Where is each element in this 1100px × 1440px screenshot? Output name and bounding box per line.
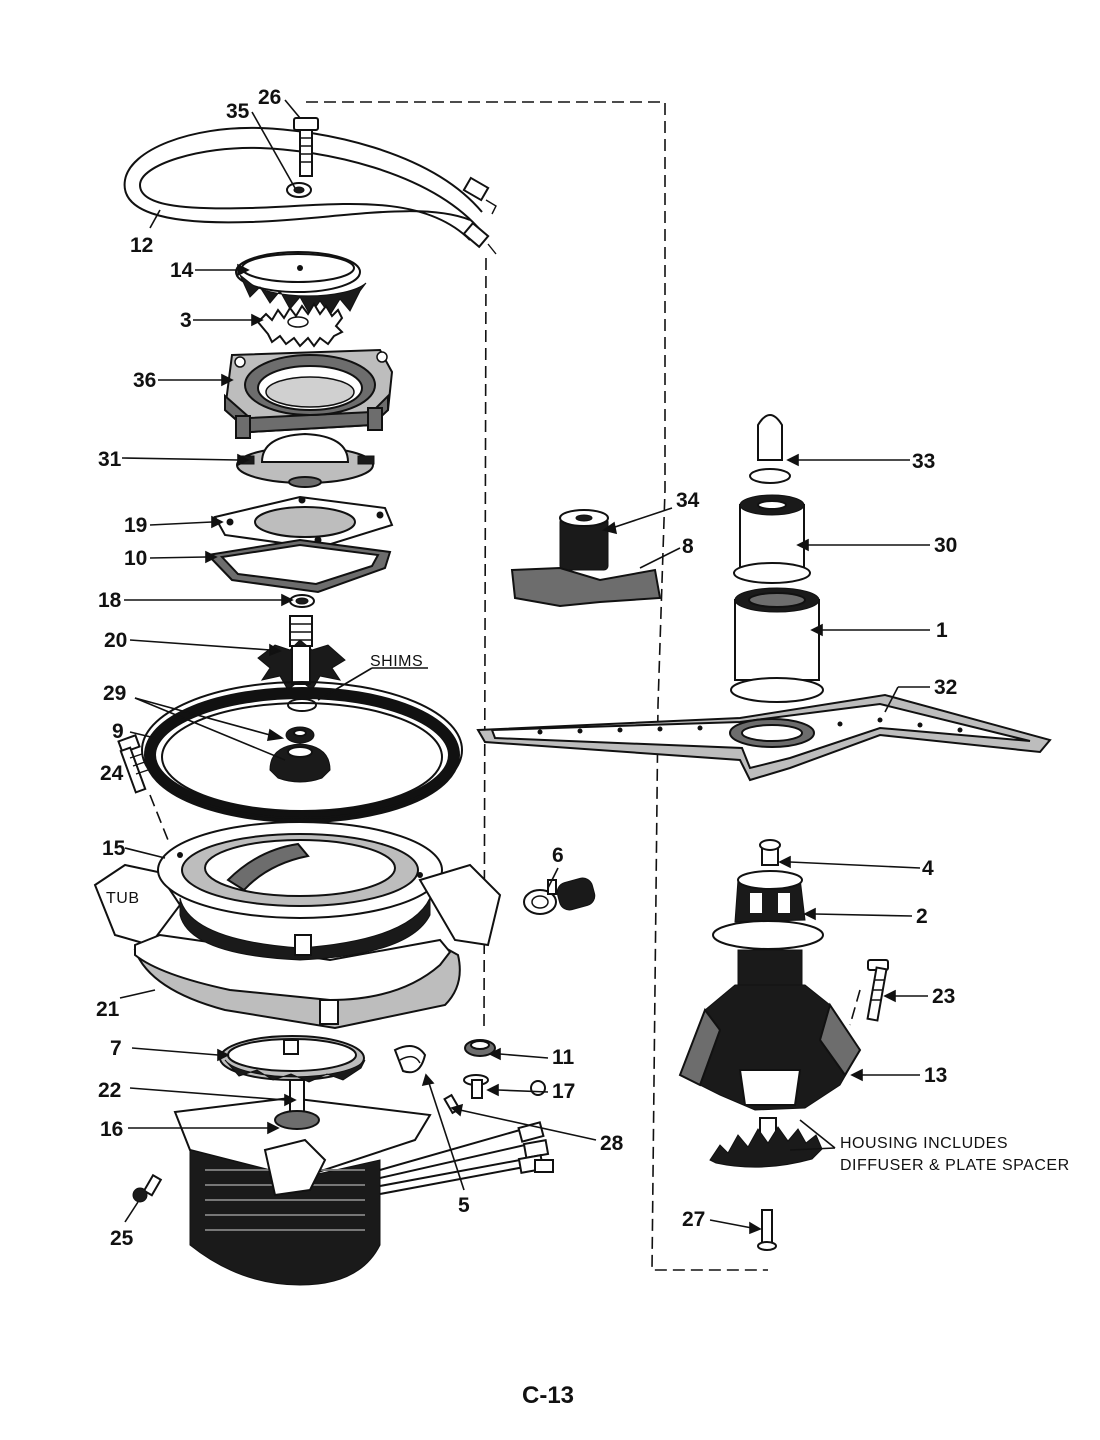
callout-24: 24 (100, 762, 124, 785)
part-clamp-and-hose (523, 877, 596, 915)
callout-22: 22 (98, 1079, 121, 1102)
callout-26: 26 (258, 86, 281, 109)
page-label: C-13 (522, 1382, 574, 1409)
callout-2: 2 (916, 905, 928, 928)
callout-labels: 26 35 12 14 3 36 31 19 10 18 20 SHIMS 29… (96, 86, 1070, 1250)
callout-13: 13 (924, 1064, 947, 1087)
callout-10: 10 (124, 547, 147, 570)
callout-16: 16 (100, 1118, 123, 1141)
note-housing-line1: HOUSING INCLUDES (840, 1135, 1008, 1152)
part-shims-and-seal (269, 698, 331, 783)
part-gasket-plate (213, 495, 394, 550)
callout-7: 7 (110, 1037, 122, 1060)
note-tub: TUB (106, 890, 140, 907)
callout-34: 34 (676, 489, 700, 512)
callout-35: 35 (226, 100, 250, 123)
callout-29: 29 (103, 682, 126, 705)
part-spray-tube-stack (730, 414, 824, 703)
callout-8: 8 (682, 535, 694, 558)
callout-20: 20 (104, 629, 127, 652)
callout-5: 5 (458, 1194, 470, 1217)
part-pump-housing-right (678, 839, 889, 1251)
part-gasket (205, 538, 392, 594)
callout-28: 28 (600, 1132, 624, 1155)
callout-15: 15 (102, 837, 126, 860)
part-spray-arm (476, 693, 1052, 782)
callout-4: 4 (922, 857, 934, 880)
callout-18: 18 (98, 589, 122, 612)
part-pump-base-and-tub (93, 821, 502, 1030)
part-small-hardware (393, 1039, 546, 1115)
note-housing-line2: DIFFUSER & PLATE SPACER (840, 1157, 1070, 1174)
callout-1: 1 (936, 619, 948, 642)
callout-30: 30 (934, 534, 957, 557)
callout-25: 25 (110, 1227, 134, 1250)
callout-9: 9 (112, 720, 124, 743)
part-pump-housing-plate (223, 348, 394, 439)
callout-6: 6 (552, 844, 564, 867)
part-hose (123, 126, 497, 255)
part-small-ring (289, 594, 315, 608)
leader-lines (119, 99, 930, 1235)
callout-31: 31 (98, 448, 122, 471)
part-bolt-left (117, 734, 149, 794)
part-bushing-and-bracket (510, 509, 662, 608)
callout-11: 11 (552, 1046, 575, 1069)
callout-19: 19 (124, 514, 147, 537)
part-large-seal-ring (141, 681, 463, 823)
part-spring-ring (256, 302, 344, 348)
part-motor (132, 1079, 554, 1286)
callout-33: 33 (912, 450, 935, 473)
assembly-guide-lines (149, 101, 861, 1271)
callout-27: 27 (682, 1208, 705, 1231)
callout-14: 14 (170, 259, 194, 282)
part-diaphragm (236, 432, 375, 488)
callout-21: 21 (96, 998, 120, 1021)
callout-36: 36 (133, 369, 156, 392)
callout-32: 32 (934, 676, 957, 699)
note-shims: SHIMS (370, 653, 423, 670)
part-cap-plate (235, 251, 367, 316)
part-slinger-disk (219, 1035, 366, 1083)
callout-3: 3 (180, 309, 192, 332)
part-bolt-and-washer (286, 117, 319, 198)
callout-23: 23 (932, 985, 955, 1008)
callout-17: 17 (552, 1080, 575, 1103)
callout-12: 12 (130, 234, 153, 257)
part-impeller (257, 615, 346, 691)
